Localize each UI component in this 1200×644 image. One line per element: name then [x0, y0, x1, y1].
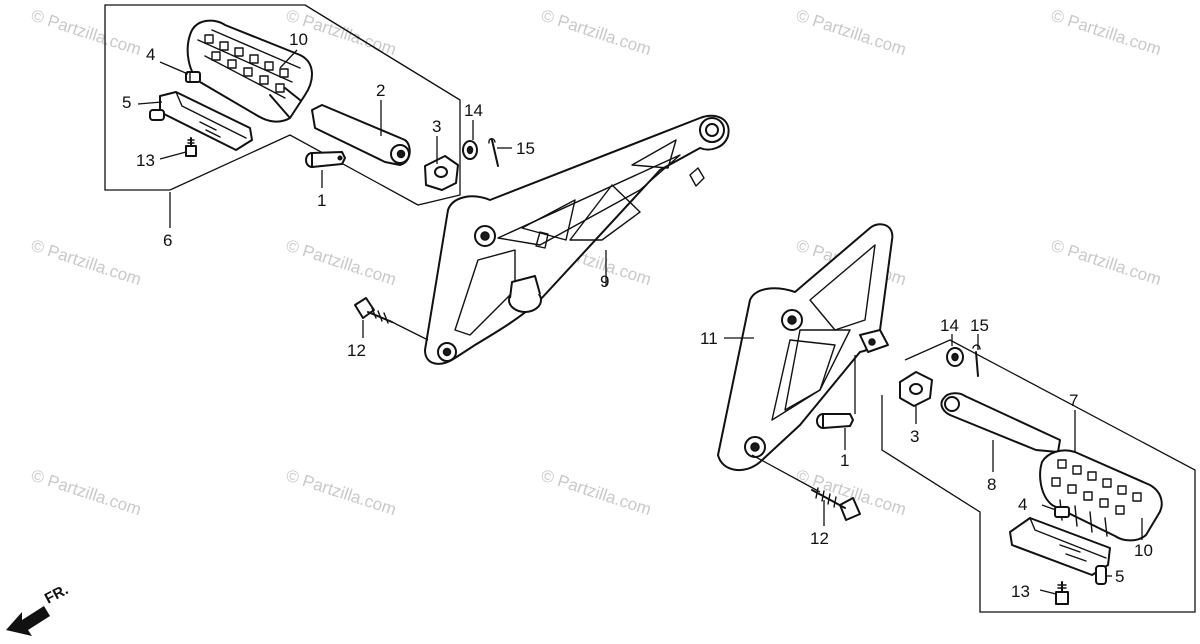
callout-left-15: 15 [516, 139, 535, 158]
left-frame-top-line [304, 4, 461, 101]
watermark-text: © Partzilla.com [539, 6, 654, 59]
right-spacer-plate [899, 371, 933, 407]
callout-left-1: 1 [317, 191, 326, 210]
right-holder-plate [1009, 517, 1111, 585]
left-pin [305, 151, 346, 168]
callout-right-10: 10 [1134, 541, 1153, 560]
left-spacer-plate [424, 155, 459, 191]
right-cotter-pin [972, 344, 981, 377]
callout-right-5: 5 [1115, 567, 1124, 586]
right-bolt-12 [811, 487, 861, 521]
watermark-text: © Partzilla.com [29, 466, 144, 519]
arrow-left-icon [6, 606, 50, 636]
left-footpeg-arm [311, 104, 411, 166]
direction-label: FR. [42, 581, 71, 607]
right-footpeg-assembly [717, 223, 1196, 613]
callout-right-3: 3 [910, 427, 919, 446]
callout-left-13: 13 [136, 151, 155, 170]
leader-lines [137, 49, 1143, 595]
left-bolt-12 [354, 297, 393, 324]
callout-left-6: 6 [163, 231, 172, 250]
right-footpeg-rubber [1039, 449, 1163, 542]
callout-right-7: 7 [1069, 391, 1078, 410]
callout-left-4: 4 [146, 45, 155, 64]
watermark-text: © Partzilla.com [1049, 6, 1164, 59]
left-nut [185, 71, 201, 83]
watermark-text: © Partzilla.com [794, 6, 909, 59]
callout-right-14: 14 [940, 316, 959, 335]
callout-left-2: 2 [376, 81, 385, 100]
watermark-text: © Partzilla.com [29, 236, 144, 289]
callouts-left: 10 4 5 13 6 2 1 3 14 15 9 12 [122, 30, 609, 360]
callout-left-9: 9 [600, 272, 609, 291]
right-footpeg-arm [940, 392, 1061, 453]
callout-right-15: 15 [970, 316, 989, 335]
callout-left-10: 10 [289, 30, 308, 49]
watermark-text: © Partzilla.com [1049, 236, 1164, 289]
right-group-frame [881, 339, 1196, 613]
callout-right-4: 4 [1018, 495, 1027, 514]
right-washer [946, 347, 964, 367]
left-washer [462, 140, 478, 160]
callout-left-12: 12 [347, 341, 366, 360]
left-footpeg-rubber [186, 19, 313, 123]
watermark-text: © Partzilla.com [539, 466, 654, 519]
callout-right-13: 13 [1011, 582, 1030, 601]
callout-right-1: 1 [840, 451, 849, 470]
callout-left-3: 3 [432, 117, 441, 136]
watermark-text: © Partzilla.com [29, 6, 144, 59]
left-bolt-13 [185, 137, 197, 157]
right-bolt-13 [1055, 581, 1069, 605]
right-nut [1054, 506, 1070, 518]
callout-right-11: 11 [700, 329, 718, 348]
watermark-text: © Partzilla.com [284, 466, 399, 519]
left-holder-plate [149, 91, 253, 151]
callout-right-12: 12 [810, 529, 829, 548]
right-step-bracket [717, 223, 894, 471]
watermark-text: © Partzilla.com [284, 236, 399, 289]
front-direction-arrow: FR. [6, 581, 71, 636]
left-cotter-pin [488, 138, 499, 167]
left-step-bracket [424, 114, 730, 365]
left-footpeg-assembly [104, 4, 730, 365]
right-pin [816, 413, 854, 429]
callouts-right: 11 14 15 3 1 7 8 4 10 5 12 13 [700, 316, 1153, 601]
callout-left-5: 5 [122, 93, 131, 112]
callout-right-8: 8 [987, 475, 996, 494]
callout-left-14: 14 [464, 101, 483, 120]
